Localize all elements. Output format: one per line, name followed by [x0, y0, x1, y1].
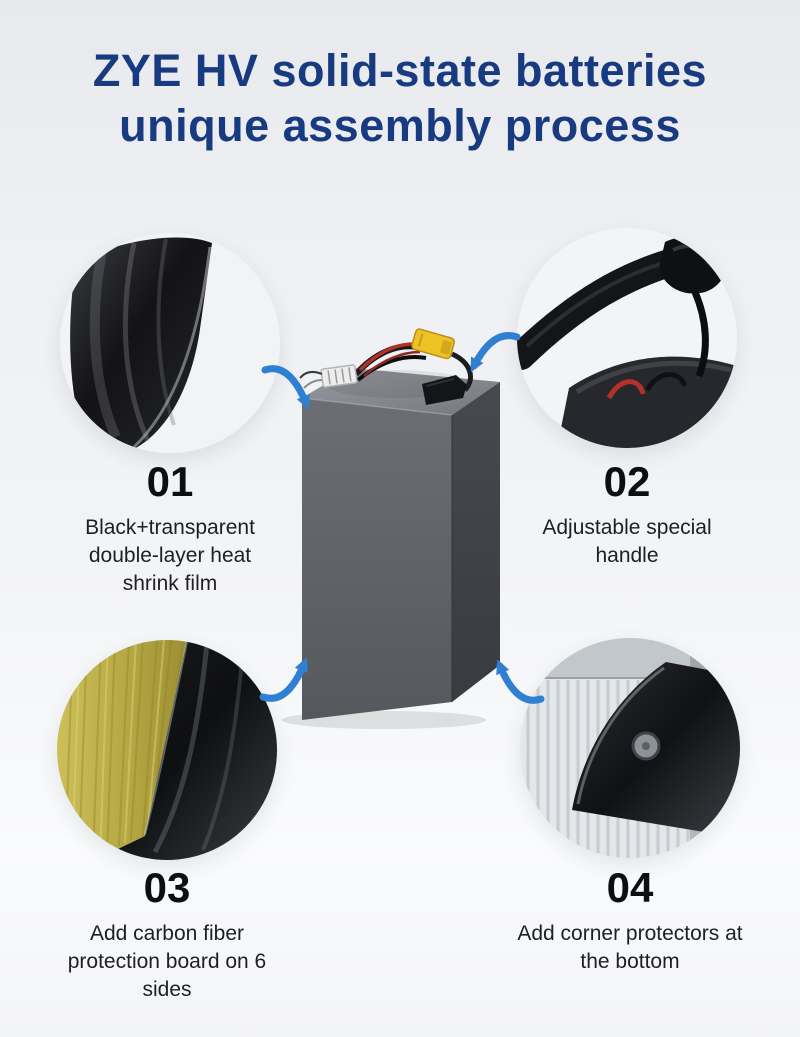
step-04-number: 04 — [606, 864, 654, 911]
step-02-caption: Adjustable special handle — [542, 516, 712, 568]
page-title: ZYE HV solid-state batteries unique asse… — [0, 44, 800, 154]
step-04-photo-circle — [520, 638, 740, 858]
carbon-fiber-board-photo — [57, 640, 277, 860]
arrow-step01-to-battery-icon — [261, 365, 310, 410]
battery-pack-photo — [272, 312, 528, 737]
step-03-caption: Add carbon fiber protection board on 6 s… — [67, 922, 267, 1002]
step-03-photo-circle — [57, 640, 277, 860]
title-line-1: ZYE HV solid-state batteries — [92, 45, 708, 96]
arrow-step02-to-battery-icon — [470, 332, 521, 373]
step-02-number: 02 — [603, 458, 651, 505]
corner-protector-photo — [520, 638, 740, 858]
arrow-step03-to-battery-icon — [259, 657, 308, 702]
battery-pack-image — [282, 328, 500, 729]
step-01-caption: Black+transparent double-layer heat shri… — [85, 516, 255, 596]
heat-shrink-film-photo — [60, 233, 280, 453]
step-03-number: 03 — [143, 864, 191, 911]
step-01-photo-circle — [60, 233, 280, 453]
arrow-step04-to-battery-icon — [496, 659, 545, 704]
step-02-photo-circle — [517, 228, 737, 448]
step-04-caption: Add corner protectors at the bottom — [517, 922, 743, 974]
title-line-2: unique assembly process — [119, 99, 681, 151]
step-01-number: 01 — [146, 458, 194, 505]
adjustable-handle-photo — [517, 228, 737, 448]
